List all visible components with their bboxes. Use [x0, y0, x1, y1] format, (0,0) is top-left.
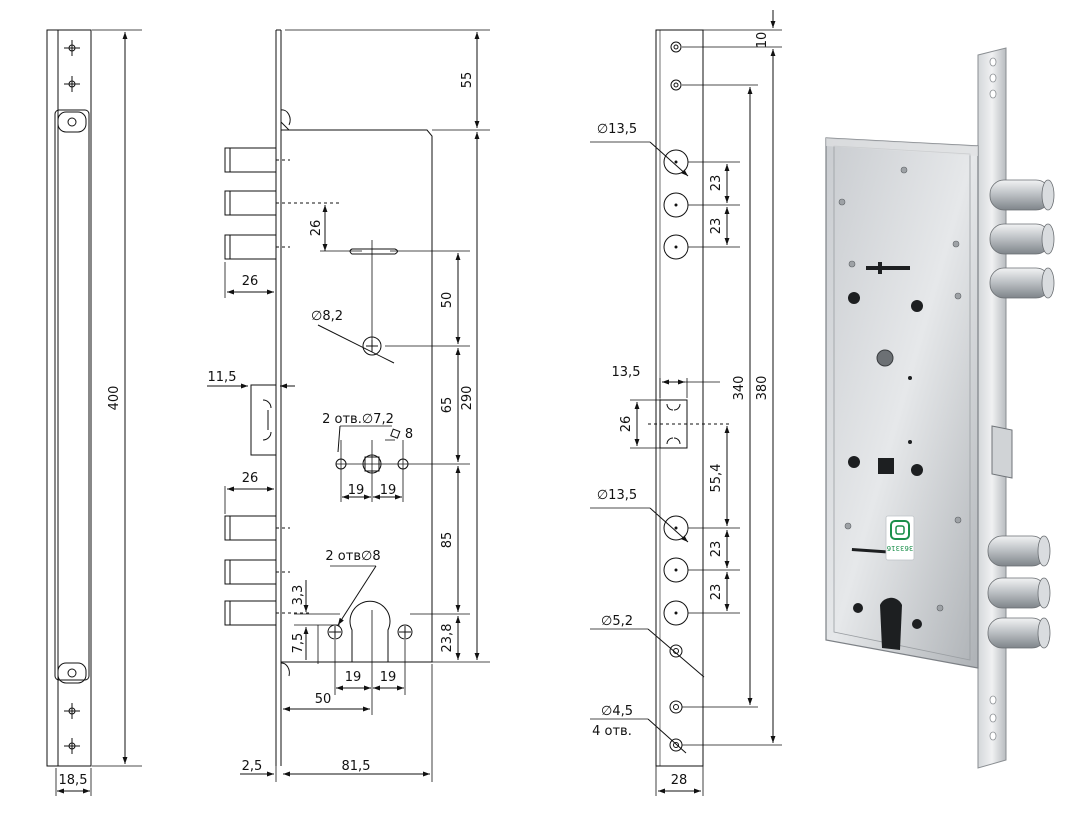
lock-photo [825, 47, 1055, 769]
latch-bolt [250, 384, 277, 456]
dim-bolt-projection: 26 [242, 274, 259, 289]
side-plate-screw-holes [669, 41, 683, 752]
dim-3-3: 3,3 [291, 585, 306, 606]
photo-spindle [878, 458, 894, 474]
dim-bolt-hole-top: ∅13,5 [597, 122, 637, 137]
photo-face-plate [977, 47, 1007, 769]
dim-bolt-pitch-3: 23 [709, 541, 724, 558]
dim-plate-width: 28 [671, 773, 688, 788]
dim-latch-offset: 55,4 [709, 464, 724, 493]
lock-body-view [207, 29, 490, 782]
dim-front-width: 18,5 [59, 773, 88, 788]
lock-case-outline [281, 129, 433, 663]
dim-bolt-hole-bottom: ∅13,5 [597, 488, 637, 503]
dim-mount-hole-count: 4 отв. [592, 724, 632, 739]
dim-handle-offset: 50 [440, 292, 455, 309]
dim-bolt-pitch: 26 [309, 220, 324, 237]
dim-screw-hole: ∅5,2 [601, 614, 633, 629]
dim-cylinder-offset: 85 [440, 532, 455, 549]
dim-bolt-pitch-4: 23 [709, 584, 724, 601]
dim-340: 340 [732, 376, 747, 401]
dim-spindle-square: 8 [405, 427, 413, 442]
dim-cyl-pitch-right: 19 [380, 670, 397, 685]
dim-body-width: 81,5 [342, 759, 371, 774]
dim-mount-hole: ∅4,5 [601, 704, 633, 719]
dim-spindle-pitch-right: 19 [380, 483, 397, 498]
photo-lock-case [825, 137, 979, 669]
dim-cyl-pitch-left: 19 [345, 670, 362, 685]
dim-lower-bolt-projection: 26 [242, 471, 259, 486]
side-plate-outline [655, 29, 704, 767]
dim-side-top-gap: 10 [755, 32, 770, 49]
side-plate-view [590, 10, 782, 796]
dim-bolt-pitch-1: 23 [709, 175, 724, 192]
dim-latch-projection: 11,5 [208, 370, 237, 385]
dim-latch-width: 13,5 [612, 365, 641, 380]
dim-handle-hole: ∅8,2 [311, 309, 343, 324]
dim-7-5: 7,5 [291, 633, 306, 654]
front-plate-screw-holes [64, 40, 80, 754]
handle-hole [362, 336, 382, 356]
dim-380: 380 [755, 376, 770, 401]
dim-bolt-pitch-2: 23 [709, 218, 724, 235]
dim-top-gap: 55 [460, 72, 475, 89]
photo-upper-bolts [989, 179, 1055, 299]
photo-cylinder-slot [880, 597, 902, 650]
front-plate-view [46, 29, 142, 796]
dim-spindle-offset: 65 [440, 397, 455, 414]
dim-latch-height: 26 [619, 416, 634, 433]
upper-bolts [224, 147, 340, 260]
side-plate-bolt-holes [663, 149, 689, 626]
dim-23-8: 23,8 [440, 624, 455, 653]
lower-bolts [224, 515, 312, 626]
dim-front-height: 400 [107, 386, 122, 411]
photo-lower-bolts [987, 535, 1051, 649]
dim-fixing-holes: 2 отв.∅7,2 [322, 412, 394, 427]
dim-spindle-pitch-left: 19 [348, 483, 365, 498]
front-plate-slot [54, 109, 90, 681]
cylinder-cutout [349, 600, 391, 662]
front-plate-outline [46, 29, 92, 767]
dim-cylinder-holes: 2 отв∅8 [325, 549, 380, 564]
photo-label-text: 363316 [886, 544, 913, 552]
dim-body-height: 290 [460, 386, 475, 411]
dim-backset: 50 [315, 692, 332, 707]
dim-plate-thickness: 2,5 [242, 759, 263, 774]
